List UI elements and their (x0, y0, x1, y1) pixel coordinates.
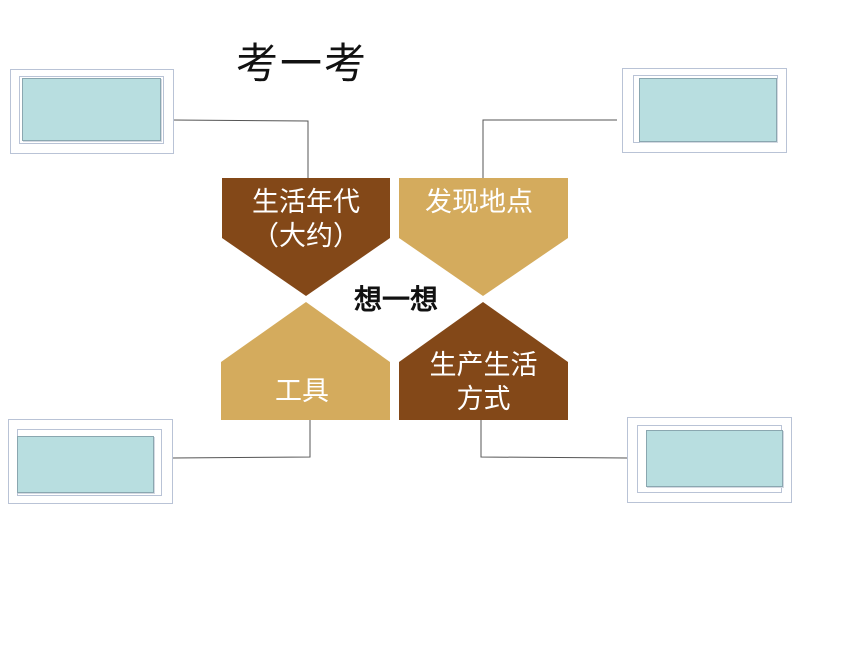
center-label: 想一想 (353, 283, 438, 316)
shape-top-right-label: 发现地点 (425, 187, 533, 218)
shape-bottom-right (399, 302, 568, 420)
shape-top-left-label: 生活年代 （大约） (222, 186, 390, 254)
page-title: 考一考 (236, 39, 369, 88)
answer-box-bottom-right-fill[interactable] (646, 430, 783, 487)
shape-bottom-right-line2: 方式 (456, 384, 511, 415)
shape-bottom-left (221, 302, 390, 420)
answer-box-top-right-fill[interactable] (639, 78, 777, 142)
connector-bottom-right (480, 420, 628, 459)
shape-top-left-line1: 生活年代 (252, 187, 360, 218)
connector-top-left (171, 119, 309, 178)
connector-top-right (482, 119, 617, 178)
answer-box-top-left-fill[interactable] (22, 78, 161, 141)
shape-top-right (399, 178, 568, 296)
shape-bottom-right-line1: 生产生活 (429, 350, 538, 381)
shape-bottom-left-label: 工具 (275, 376, 329, 407)
shape-top-left-line2: （大约） (252, 221, 360, 252)
shape-top-left (222, 178, 390, 296)
connector-bottom-left (171, 420, 311, 459)
answer-box-bottom-left-fill[interactable] (17, 436, 154, 493)
shape-bottom-right-label: 生产生活 方式 (399, 349, 568, 417)
